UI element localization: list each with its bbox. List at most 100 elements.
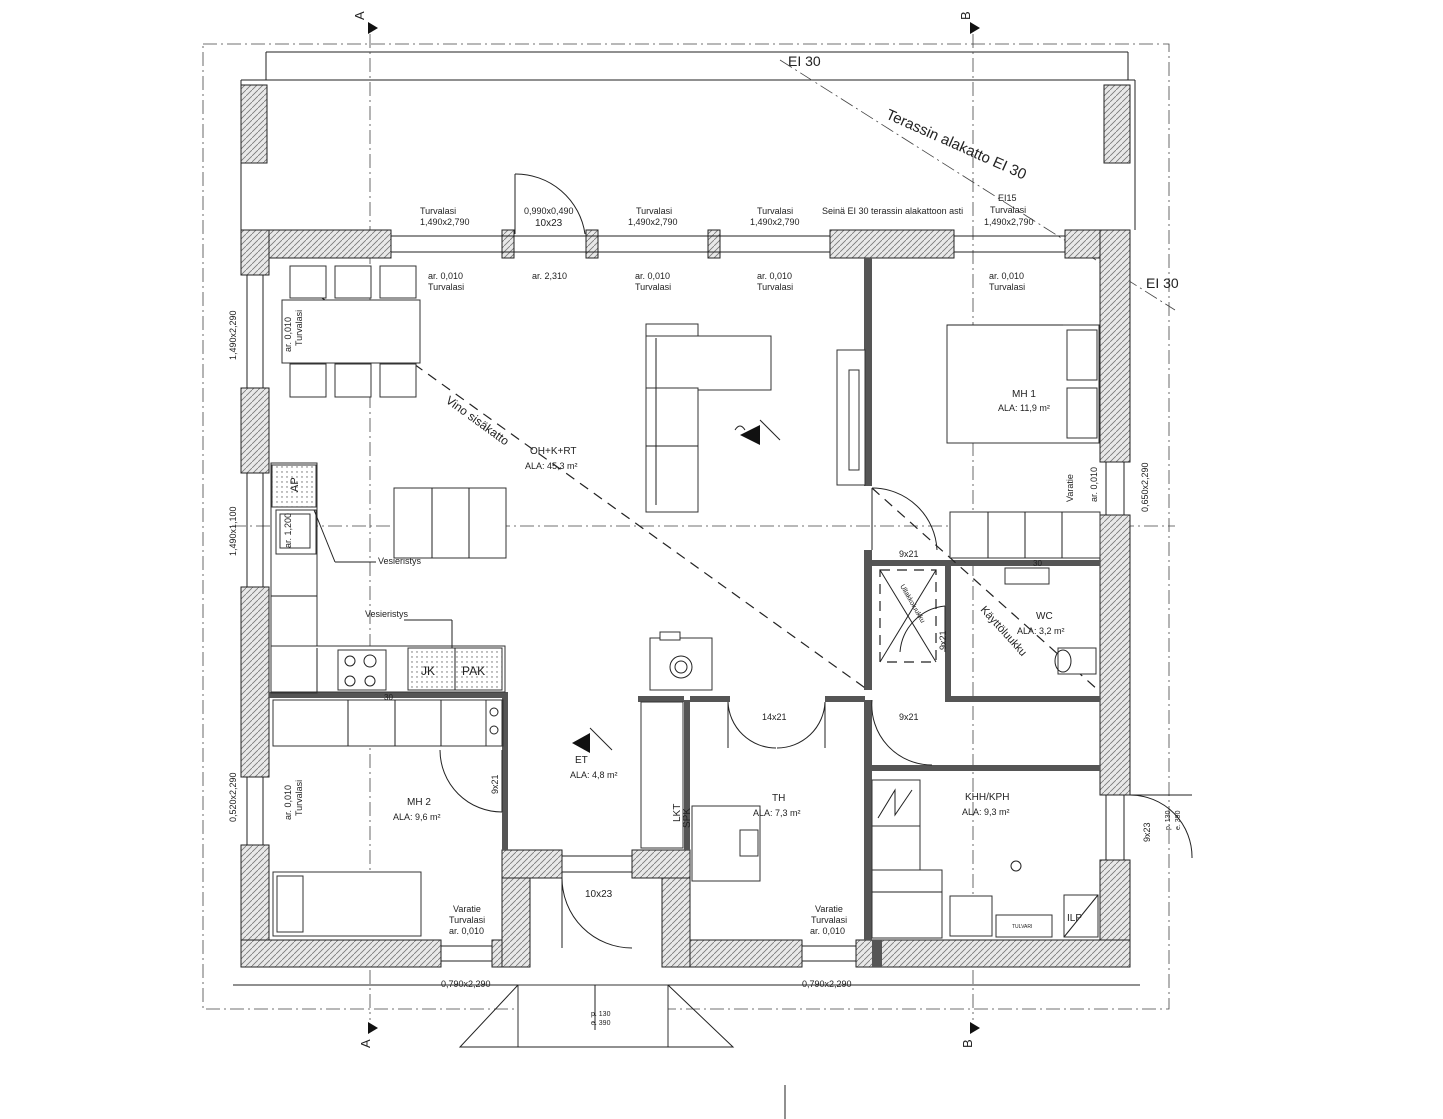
window-bottom-2: 0,790x2,290 [802, 979, 852, 989]
room-wc-area: ALA: 3,2 m² [1017, 626, 1065, 636]
fireplace [649, 631, 713, 691]
plan-label: Turvalasi [989, 282, 1025, 292]
plan-label: 30 [384, 693, 393, 702]
plan-label: 14x21 [762, 712, 787, 722]
section-a-bottom: A [358, 1039, 373, 1048]
window-4-size: 1,490x2,790 [750, 217, 800, 227]
plan-label: ar. 0,010 [989, 271, 1024, 281]
plan-label: Turvalasi [757, 282, 793, 292]
kitchen-counters [270, 462, 506, 747]
window-5-title: Turvalasi [990, 205, 1026, 215]
section-markers: A B A B [232, 11, 1175, 1048]
room-khh-area: ALA: 9,3 m² [962, 807, 1010, 817]
room-mh2-area: ALA: 9,6 m² [393, 812, 441, 822]
window-left-1: 1,490x2,290 [228, 310, 238, 360]
plan-label: ar. 0,010 [449, 926, 484, 936]
wc-fixtures [1004, 567, 1097, 675]
room-mh1-name: MH 1 [1012, 389, 1036, 400]
attic-hatch [879, 569, 937, 663]
window-3-title: Turvalasi [636, 206, 672, 216]
plan-label: Turvalasi [811, 915, 847, 925]
kitchen-island [393, 487, 507, 559]
terrace-post-right [1103, 84, 1131, 164]
bed-mh1 [946, 324, 1100, 444]
plan-label: Turvalasi [294, 780, 304, 816]
plan-label: 9x21 [899, 549, 919, 559]
window-bottom-1: 0,790x2,290 [441, 979, 491, 989]
heater-label: LKT [672, 804, 683, 822]
ceiling-fan-icon [572, 419, 781, 753]
plan-label: ar. 1,200 [283, 513, 293, 548]
dishwasher-label: AP [289, 477, 301, 492]
plan-label: ar. 0,010 [283, 785, 293, 820]
exterior-walls [240, 229, 1131, 968]
room-et-name: ET [575, 755, 588, 766]
plan-label: ar. 0,010 [810, 926, 845, 936]
terrace-ceiling-label: Terassin alakatto EI 30 [883, 106, 1029, 183]
ar-notes: ar. 0,010 Turvalasi ar. 2,310 ar. 0,010 … [283, 271, 1099, 936]
plan-label: 10x23 [585, 889, 613, 900]
room-labels: OH+K+RT ALA: 45,3 m² MH 1 ALA: 11,9 m² M… [393, 389, 1065, 822]
plan-label: Varatie [1065, 474, 1075, 502]
wall-note: Seinä EI 30 terassin alakattoon asti [822, 206, 963, 216]
window-1-size: 1,490x2,790 [420, 217, 470, 227]
plan-label: 9x23 [1142, 822, 1152, 842]
plan-label: Turvalasi [635, 282, 671, 292]
window-3-size: 1,490x2,790 [628, 217, 678, 227]
plan-label: ar. 0,010 [635, 271, 670, 281]
plan-label: p. 130 [591, 1011, 611, 1018]
plan-label: p. 130 [1165, 810, 1172, 830]
drain-label: TULVARI [1012, 924, 1032, 930]
window-5-size: 1,490x2,790 [984, 217, 1034, 227]
room-khh-name: KHH/KPH [965, 792, 1009, 803]
freezer-label: JK [421, 664, 435, 678]
plan-label: ar. 0,010 [1089, 467, 1099, 502]
room-mh2-name: MH 2 [407, 797, 431, 808]
window-2-size: 0,990x0,490 [524, 206, 574, 216]
plan-label: Varatie [815, 904, 843, 914]
plan-label: 30 [1033, 559, 1042, 568]
section-b-bottom: B [960, 1039, 975, 1048]
wardrobe-mh1 [949, 511, 1101, 559]
ei30-top-label: EI 30 [788, 53, 821, 69]
room-mh1-area: ALA: 11,9 m² [998, 403, 1050, 413]
attic-hatch-label: Ullakkoluukku [898, 584, 926, 625]
electric-board-label: SPK [682, 808, 693, 828]
desk-th [640, 701, 761, 882]
window-4-title: Turvalasi [757, 206, 793, 216]
room-th-name: TH [772, 793, 785, 804]
fridge-label: PAK [462, 664, 485, 678]
terrace-post-left [240, 84, 268, 164]
room-living-area: ALA: 45,3 m² [525, 461, 578, 471]
room-wc-name: WC [1036, 611, 1053, 622]
window-2-extra: 10x23 [535, 218, 563, 229]
sloped-ceiling-label: Vino sisäkatto [443, 393, 512, 448]
sofa [645, 323, 772, 513]
heat-pump-label: ILP [1067, 913, 1082, 924]
plan-label: Turvalasi [428, 282, 464, 292]
room-et-area: ALA: 4,8 m² [570, 770, 618, 780]
plan-label: e. 390 [591, 1020, 611, 1027]
window-left-2: 1,490x1,100 [228, 506, 238, 556]
window-right-1: 0,650x2,290 [1140, 462, 1150, 512]
window-1-title: Turvalasi [420, 206, 456, 216]
entrance-steps [458, 984, 786, 1119]
plan-label: Turvalasi [294, 310, 304, 346]
plan-label: e. 390 [1175, 810, 1182, 830]
plan-label: ar. 0,010 [428, 271, 463, 281]
section-b-top: B [958, 11, 973, 20]
section-a-top: A [352, 11, 367, 20]
window-left-3: 0,520x2,290 [228, 772, 238, 822]
door-swings [439, 173, 1193, 949]
plan-label: Turvalasi [449, 915, 485, 925]
room-th-area: ALA: 7,3 m² [753, 808, 801, 818]
plan-label: 9x21 [899, 712, 919, 722]
tv-unit [836, 349, 866, 486]
plan-label: 9x21 [938, 630, 948, 650]
dining-table [281, 265, 421, 398]
room-living-name: OH+K+RT [530, 446, 577, 457]
ei30-right-label: EI 30 [1146, 275, 1179, 291]
bed-mh2 [272, 871, 422, 937]
waterproofing-label-2: Vesieristys [365, 609, 409, 619]
